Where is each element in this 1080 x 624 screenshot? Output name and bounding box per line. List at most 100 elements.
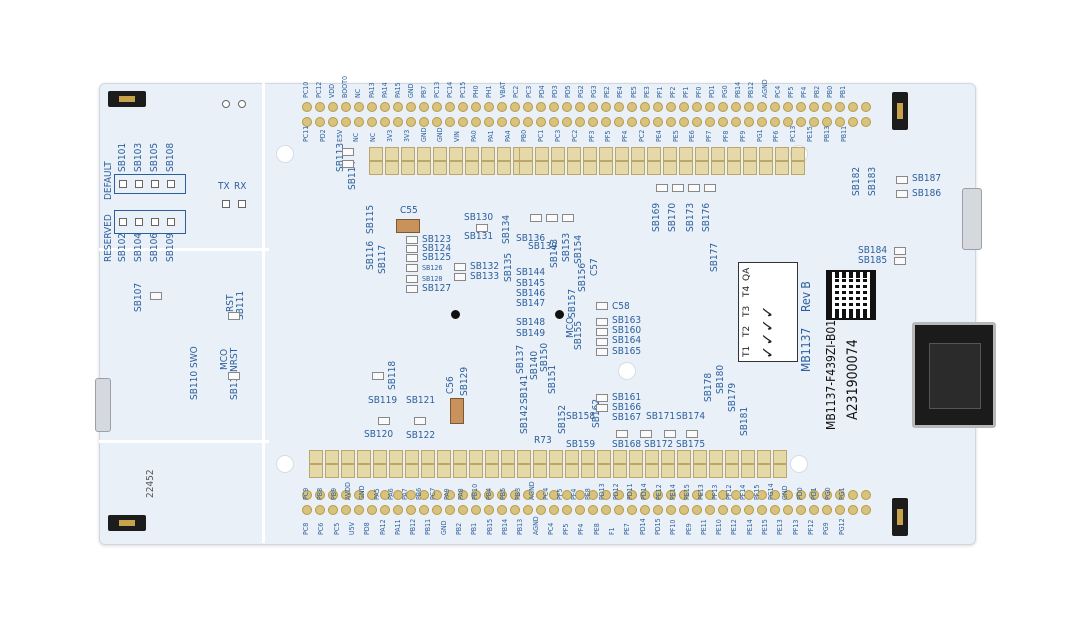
pin-label-top: GND	[419, 127, 428, 142]
pin-label-top: PG1	[755, 129, 764, 142]
label-sb123: SB123	[422, 234, 452, 245]
pin-label-bottom: PA7	[400, 488, 409, 500]
pin-label-top: PB7	[419, 85, 428, 98]
smd-pad	[596, 404, 608, 412]
pin-label-bottom: PB11	[424, 518, 433, 535]
pin-label-bottom: PG12	[837, 518, 846, 535]
inspection-label: T1 T2 T3 T4 QA ✓✓✓✓	[738, 262, 798, 362]
pin-label-top: PG0	[721, 85, 730, 98]
label-sb145: SB145	[516, 278, 546, 289]
solder-bridge-pad	[151, 180, 159, 188]
label-sb156: SB156	[577, 262, 588, 292]
label-sb115: SB115	[365, 204, 376, 234]
label-sb143: SB143	[549, 238, 560, 268]
test-point	[238, 100, 246, 108]
smd-pad	[616, 430, 628, 438]
label-sb160: SB160	[612, 325, 642, 336]
smd-pad	[896, 190, 908, 198]
pin-label-bottom: PD15	[653, 518, 662, 535]
pin-label-bottom: PA12	[378, 519, 387, 535]
label-sb178: SB178	[703, 372, 714, 402]
smd-pad	[372, 372, 384, 380]
label-sb120: SB120	[364, 429, 394, 440]
pin-label-bottom: GND	[781, 485, 790, 500]
pin-label-top: PH1	[485, 85, 494, 98]
smd-pad	[688, 184, 700, 192]
pin-label-top: GND	[406, 83, 415, 98]
pin-label-top: PE15	[806, 126, 814, 142]
pin-label-bottom: PE15	[761, 519, 769, 535]
pin-label-top: PH0	[472, 85, 481, 98]
label-sb124: SB124	[422, 243, 452, 254]
label-sb148: SB148	[516, 317, 546, 328]
pin-label-top: 3V3	[402, 129, 411, 142]
pin-label-top: PC13	[789, 125, 798, 142]
pin-label-top: PB2	[812, 85, 821, 98]
pin-label-bottom: PC8	[302, 522, 310, 535]
mounting-hole	[790, 455, 808, 473]
header-strip-top-left	[368, 161, 528, 175]
label-sb133: SB133	[470, 271, 500, 282]
pin-label-bottom: PE7	[623, 523, 632, 535]
pin-label-top: PB11	[839, 125, 848, 142]
pin-label-bottom: PD12	[612, 483, 621, 500]
smd-pad	[596, 318, 608, 326]
label-sb154: SB154	[573, 234, 584, 264]
label-sb184: SB184	[858, 245, 888, 256]
pin-label-top: NC	[369, 132, 378, 142]
pin-label-top: PE4	[616, 86, 625, 98]
pin-label-bottom: PD14	[640, 483, 649, 500]
label-sb121: SB121	[406, 395, 436, 406]
pin-label-top: NC	[352, 132, 361, 142]
solder-bridge-pad	[167, 218, 175, 226]
pin-label-bottom: PC4	[546, 522, 555, 535]
label-c57: C57	[589, 258, 600, 276]
mounting-hole	[276, 455, 294, 473]
label-sb125: SB125	[422, 252, 452, 263]
solder-bridge-pad	[222, 200, 230, 208]
snap-line-horizontal	[99, 440, 269, 443]
qr-code	[826, 270, 876, 320]
smd-pad	[686, 430, 698, 438]
pin-label-top: PF1	[655, 86, 664, 98]
pin-label-bottom: PD11	[626, 483, 635, 500]
smd-pad	[896, 176, 908, 184]
pin-label-top: PC10	[302, 81, 310, 98]
smd-pad	[228, 312, 240, 320]
header-strip-bottom-right	[484, 450, 788, 464]
pin-label-top: PB13	[822, 125, 831, 142]
pin-label-top: PC15	[459, 81, 468, 98]
label-sb169: SB169	[651, 202, 662, 232]
solder-bridge-pad	[135, 180, 143, 188]
smd-pad	[150, 292, 162, 300]
pin-label-bottom: PG0	[823, 487, 832, 500]
smd-pad	[894, 257, 906, 265]
inspection-checks: ✓✓✓✓	[758, 305, 777, 359]
board-model: MB1137	[799, 327, 813, 372]
label-reserved: RESERVED	[103, 214, 114, 262]
reserved-jumper-box	[114, 210, 186, 234]
pin-label-bottom: PB1	[470, 522, 479, 535]
pin-label-bottom: PF14	[739, 484, 748, 500]
pin-label-bottom: PD14	[638, 518, 647, 535]
pin-label-top: AGND	[760, 79, 769, 98]
top-pin-row-1	[300, 100, 872, 113]
pin-label-bottom: PA6	[386, 488, 395, 500]
pin-label-top: PD2	[318, 129, 327, 142]
pin-label-top: PA15	[393, 82, 402, 98]
smd-pad	[342, 148, 354, 156]
label-sb147: SB147	[516, 298, 546, 309]
smd-pad	[664, 430, 676, 438]
label-sb165: SB165	[612, 346, 642, 357]
pin-label-bottom: PA11	[393, 519, 402, 535]
label-sb139: SB139	[528, 241, 558, 252]
inspection-t4: T4	[742, 285, 752, 297]
label-sb101: SB101	[117, 142, 128, 172]
pin-label-top: PC3	[554, 129, 562, 142]
label-sb185: SB185	[858, 255, 888, 266]
pin-label-top: PD1	[708, 85, 717, 98]
pin-label-top: PD4	[537, 85, 546, 98]
jumper-bottom-left	[108, 515, 146, 531]
pin-label-bottom: PG14	[767, 483, 776, 500]
pin-label-bottom: PE12	[730, 519, 739, 535]
